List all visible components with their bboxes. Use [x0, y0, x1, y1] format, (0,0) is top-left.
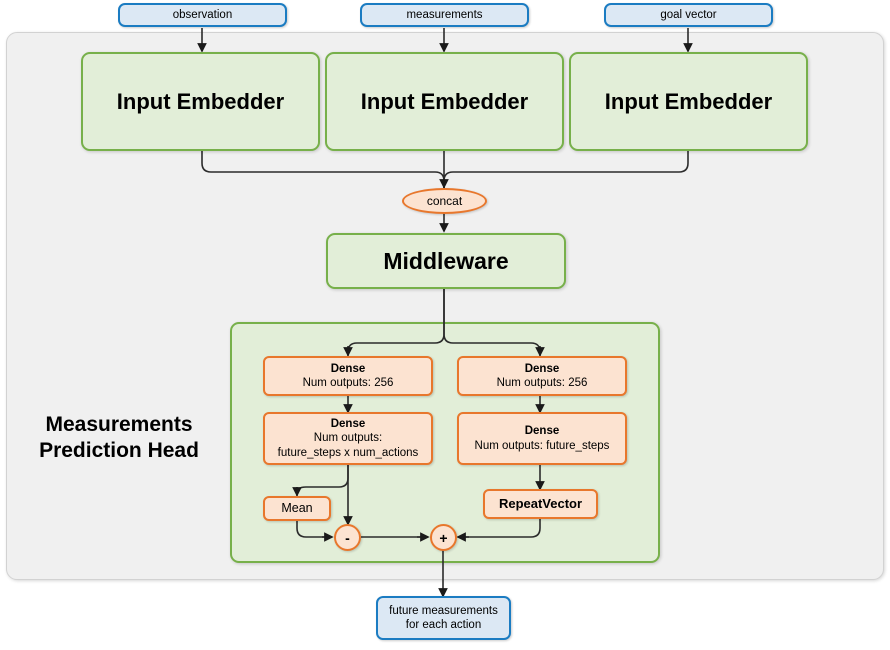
right-dense-2-outputs: Num outputs: future_steps: [474, 439, 610, 452]
measurements-prediction-head-label: Measurements Prediction Head: [16, 412, 222, 464]
left-dense-1-title: Dense: [330, 362, 366, 375]
left-dense-2-outputs-line2: future_steps x num_actions: [277, 446, 419, 459]
output-line1: future measurements: [389, 605, 498, 617]
head-label-line2: Prediction Head: [39, 439, 199, 462]
left-dense-1-outputs: Num outputs: 256: [302, 377, 394, 389]
head-label-line1: Measurements: [45, 413, 193, 436]
repeat-vector-node[interactable]: RepeatVector: [483, 489, 598, 519]
add-operator-label: +: [439, 529, 448, 546]
input-goal-vector[interactable]: goal vector: [604, 3, 773, 27]
input-embedder-3[interactable]: Input Embedder: [569, 52, 808, 151]
left-dense-2-outputs-line1: Num outputs:: [313, 432, 383, 445]
input-goal-vector-label: goal vector: [660, 9, 717, 21]
left-dense-2[interactable]: Dense Num outputs: future_steps x num_ac…: [263, 412, 433, 465]
input-embedder-3-label: Input Embedder: [604, 88, 773, 114]
concat-label: concat: [426, 194, 463, 208]
input-embedder-2[interactable]: Input Embedder: [325, 52, 564, 151]
subtract-operator-label: -: [345, 529, 350, 546]
left-dense-1[interactable]: Dense Num outputs: 256: [263, 356, 433, 396]
output-future-measurements[interactable]: future measurements for each action: [376, 596, 511, 640]
concat-node[interactable]: concat: [402, 188, 487, 214]
right-dense-1-outputs: Num outputs: 256: [496, 377, 588, 389]
right-dense-2[interactable]: Dense Num outputs: future_steps: [457, 412, 627, 465]
middleware-node[interactable]: Middleware: [326, 233, 566, 289]
right-dense-1[interactable]: Dense Num outputs: 256: [457, 356, 627, 396]
right-dense-1-title: Dense: [524, 362, 560, 375]
right-dense-2-title: Dense: [524, 425, 560, 437]
output-line2: for each action: [405, 619, 482, 631]
input-observation-label: observation: [172, 9, 233, 21]
add-operator[interactable]: +: [430, 524, 457, 551]
input-observation[interactable]: observation: [118, 3, 287, 27]
mean-label: Mean: [281, 501, 313, 516]
input-embedder-1-label: Input Embedder: [116, 88, 285, 114]
left-dense-2-title: Dense: [330, 417, 366, 430]
repeat-vector-label: RepeatVector: [498, 495, 583, 511]
subtract-operator[interactable]: -: [334, 524, 361, 551]
input-measurements[interactable]: measurements: [360, 3, 529, 27]
input-embedder-1[interactable]: Input Embedder: [81, 52, 320, 151]
input-embedder-2-label: Input Embedder: [360, 88, 529, 114]
middleware-label: Middleware: [383, 247, 509, 274]
mean-node[interactable]: Mean: [263, 496, 331, 521]
input-measurements-label: measurements: [406, 9, 483, 21]
